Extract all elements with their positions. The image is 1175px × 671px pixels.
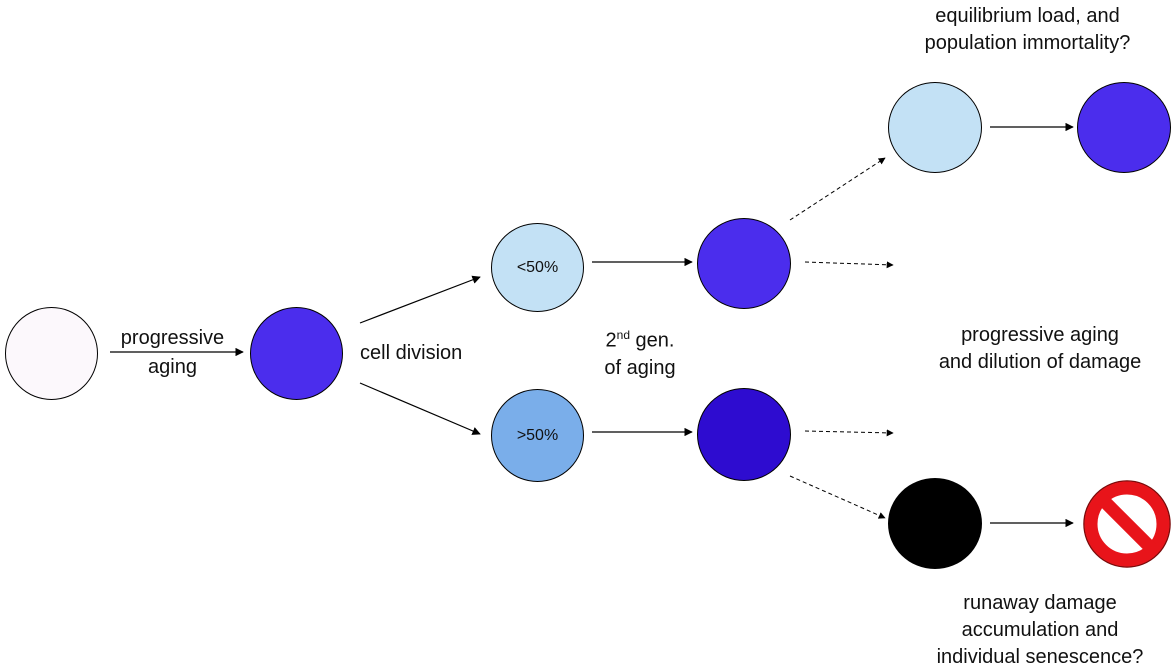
dashed-arrow-dilution-high	[804, 429, 894, 437]
runaway-label: runaway damage accumulation and individu…	[905, 590, 1175, 671]
equilibrium-line2: population immortality?	[924, 32, 1131, 54]
aged-cell	[250, 307, 343, 400]
second-generation-label: 2nd gen. of aging	[585, 322, 695, 382]
daughter-cell-low-damage: <50%	[491, 223, 584, 312]
no-entry-icon	[1083, 480, 1171, 568]
runaway-line2: accumulation and	[961, 619, 1119, 641]
aged-high-cell	[697, 388, 791, 481]
daughter-cell-high-damage: >50%	[491, 389, 584, 482]
cell-division-label: cell division	[360, 342, 463, 364]
equilibrium-label: equilibrium load, and population immorta…	[885, 3, 1170, 57]
second-gen-rest: gen.	[630, 329, 675, 352]
young-cell	[5, 307, 98, 400]
dashed-arrow-renewal	[789, 157, 886, 221]
second-gen-number: 2	[605, 329, 617, 352]
aged-low-cell	[697, 218, 791, 309]
dilution-line2: and dilution of damage	[938, 351, 1142, 373]
daughter-low-label: <50%	[516, 258, 559, 276]
progressive-aging-label: progressive aging	[110, 325, 235, 381]
dilution-line1: progressive aging	[961, 324, 1119, 346]
equilibrium-line1: equilibrium load, and	[935, 5, 1120, 27]
no-entry-bar	[1098, 495, 1156, 553]
progressive-aging-line2: aging	[148, 356, 197, 378]
runaway-line3: individual senescence?	[936, 646, 1144, 668]
runaway-line1: runaway damage	[963, 592, 1117, 614]
dashed-arrow-dilution-low	[804, 261, 894, 269]
dead-cell	[888, 478, 982, 569]
no-entry-red-ring	[1084, 481, 1170, 567]
second-gen-ordinal: nd	[616, 328, 630, 342]
second-gen-line2: of aging	[604, 356, 676, 379]
daughter-high-label: >50%	[516, 426, 559, 444]
arrow-division-up	[359, 275, 481, 324]
renewed-aged-cell	[1077, 82, 1171, 173]
progressive-aging-line1: progressive	[120, 327, 225, 349]
dilution-label: progressive aging and dilution of damage	[905, 322, 1175, 376]
dashed-arrow-runaway	[789, 475, 886, 519]
arrow-division-down	[359, 382, 481, 435]
renewed-cell	[888, 82, 982, 173]
second-gen-line1: 2nd gen.	[585, 322, 695, 355]
